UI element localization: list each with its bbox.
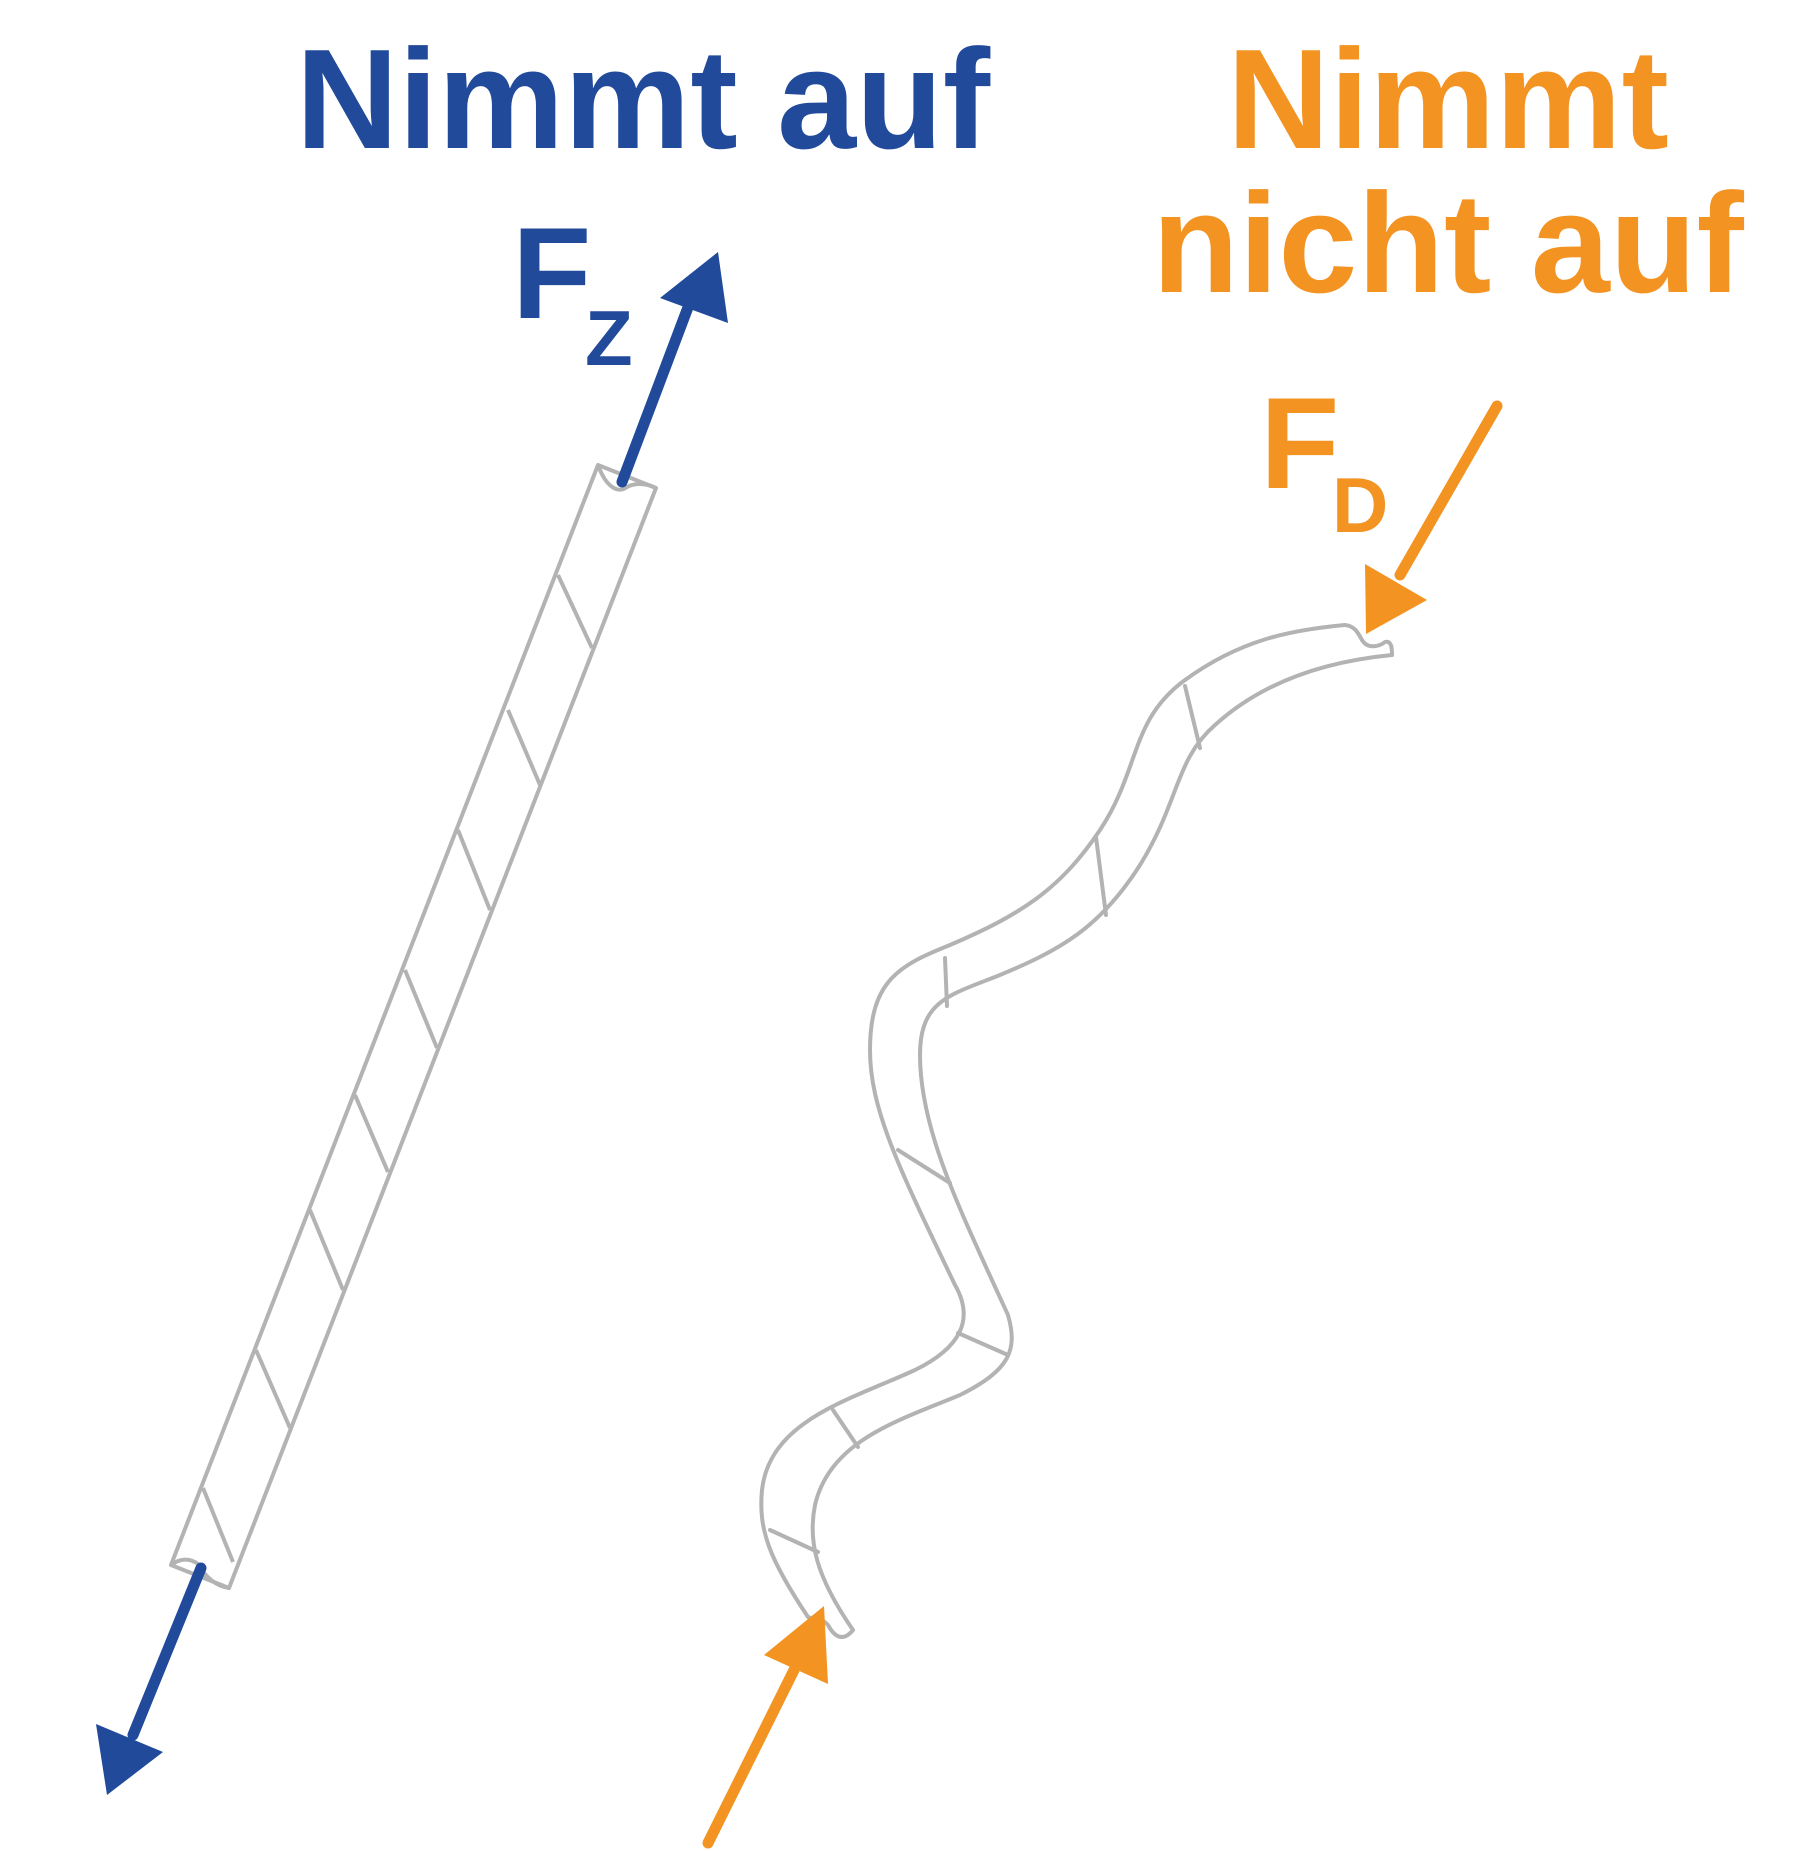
wavy-rope [759, 623, 1394, 1639]
compression-arrow-top [1365, 400, 1503, 634]
compression-force-subscript: D [1332, 461, 1388, 549]
wavy-rope-strand-lines [768, 684, 1202, 1554]
left-title: Nimmt auf [296, 20, 991, 179]
right-title-line1: Nimmt [1227, 20, 1669, 179]
tension-arrow-bottom [96, 1562, 207, 1795]
tension-force-subscript: Z [585, 294, 633, 382]
compression-arrow-bottom [702, 1606, 828, 1849]
wavy-rope-top-cut [1343, 623, 1394, 657]
tension-arrow-top [616, 252, 728, 488]
tension-force-symbol: F [512, 200, 591, 346]
wavy-rope-edge-left [759, 623, 1347, 1619]
wavy-rope-edge-right [810, 653, 1394, 1632]
right-title-line2: nicht auf [1152, 164, 1744, 323]
straight-rope-top-cut [596, 464, 657, 492]
straight-rope-strand-lines [201, 574, 594, 1563]
compression-force-symbol: F [1260, 370, 1339, 516]
straight-rope [169, 463, 658, 1590]
